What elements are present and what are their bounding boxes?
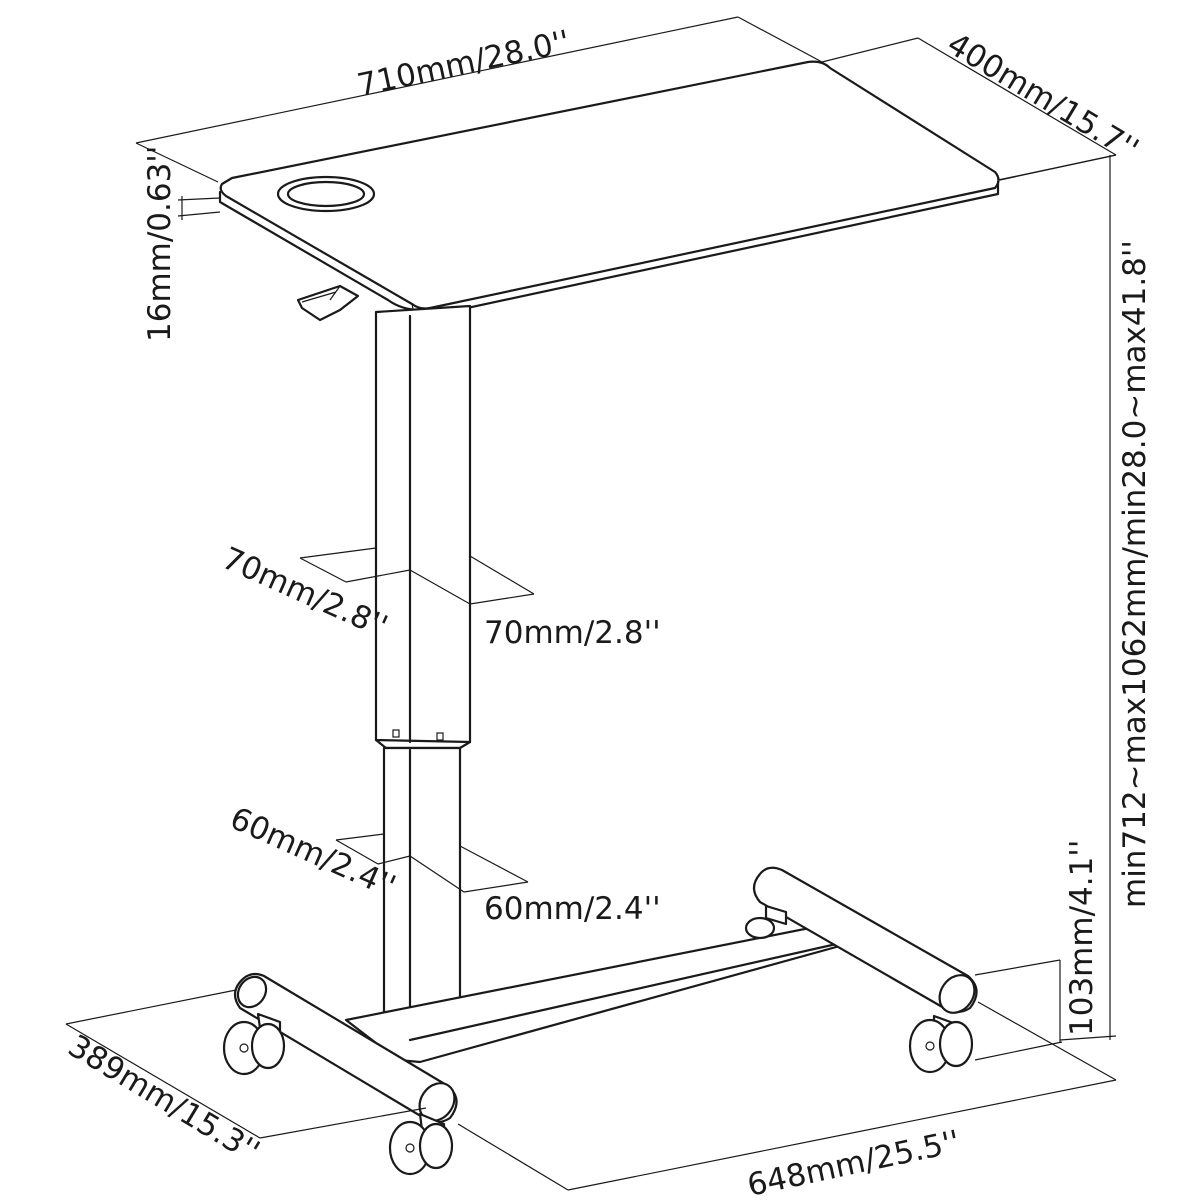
lower-column-depth-label: 60mm/2.4'' <box>484 891 661 927</box>
desk-top <box>218 60 1000 318</box>
base-width-label: 648mm/25.5'' <box>744 1124 963 1200</box>
base-height-dimension-lines <box>974 959 1063 1061</box>
upper-column <box>374 304 472 750</box>
front-foot <box>233 972 458 1124</box>
upper-column-width-label: 70mm/2.8'' <box>217 540 393 645</box>
caster-rear-left <box>744 904 788 940</box>
caster-front-right <box>388 1112 454 1176</box>
base-width-dimension-lines <box>457 1001 1117 1191</box>
caster-front-left <box>222 1012 286 1076</box>
height-adjust-lever <box>296 284 360 322</box>
rear-foot <box>752 866 978 1014</box>
top-width-dimension-lines <box>135 16 823 183</box>
upper-column-depth-label: 70mm/2.8'' <box>484 615 661 651</box>
base-height-label: 103mm/4.1'' <box>1064 840 1100 1036</box>
cup-holder <box>276 175 376 213</box>
upper-column-dimension-lines <box>299 547 535 605</box>
lower-column-width-label: 60mm/2.4'' <box>225 800 401 905</box>
base-depth-dimension-lines <box>65 989 427 1139</box>
lower-column <box>382 746 462 1027</box>
top-thickness-dimension-lines <box>177 196 221 220</box>
top-depth-label: 400mm/15.7'' <box>941 26 1145 168</box>
caster-rear-right <box>908 1014 974 1074</box>
height-dimension-lines <box>999 154 1117 1041</box>
height-range-label: min712~max1062mm/min28.0~max41.8'' <box>1117 240 1153 908</box>
top-thickness-label: 16mm/0.63'' <box>142 146 178 342</box>
top-width-label: 710mm/28.0'' <box>354 24 573 104</box>
lower-column-dimension-lines <box>335 833 529 893</box>
